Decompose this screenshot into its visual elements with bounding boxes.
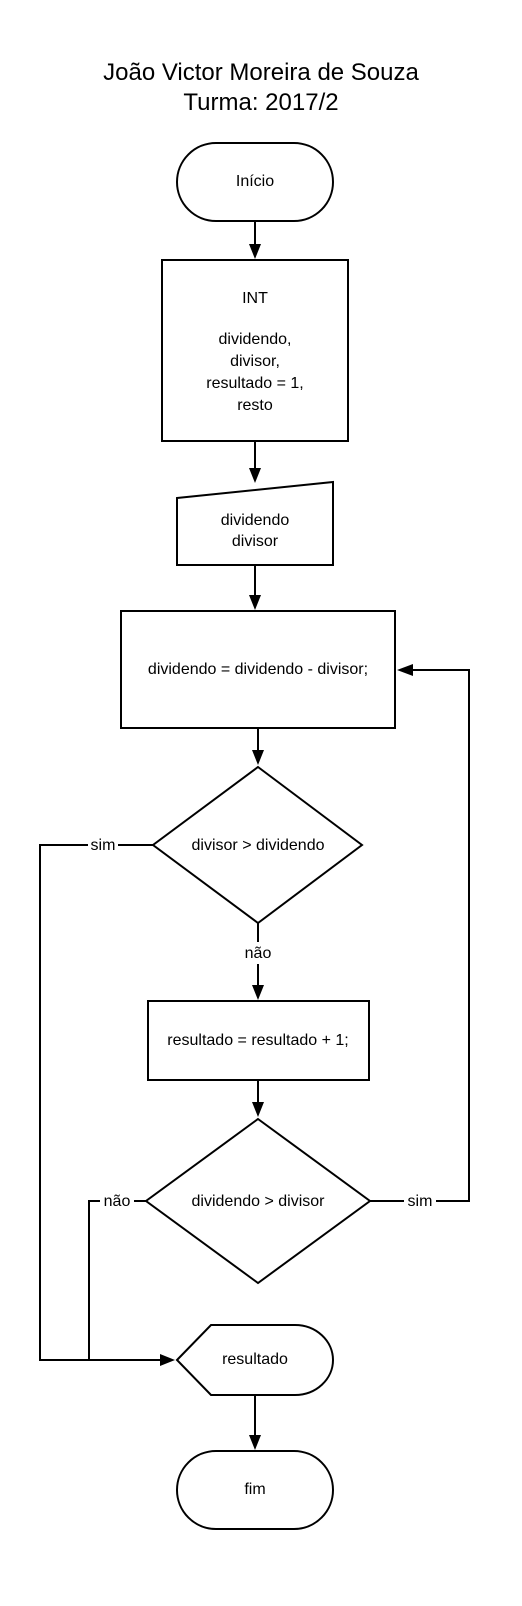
increment-box: resultado = resultado + 1; (147, 1000, 370, 1081)
input-shape: dividendo divisor (176, 480, 334, 566)
increment-label: resultado = resultado + 1; (167, 1032, 348, 1049)
subtract-box: dividendo = dividendo - divisor; (120, 610, 396, 729)
arrow-subtract-to-decision-1 (252, 728, 264, 765)
decision-1-yes-label: sim (91, 837, 116, 854)
decision-1: divisor > dividendo (151, 765, 364, 925)
declaration-var-4: resto (237, 397, 273, 414)
output-label: resultado (222, 1351, 288, 1368)
input-line-2: divisor (232, 533, 279, 550)
end-label: fim (244, 1481, 265, 1498)
start-terminator: Início (176, 142, 334, 222)
author-name: João Victor Moreira de Souza (103, 59, 419, 86)
decision-2: dividendo > divisor (144, 1117, 372, 1285)
decision-2-label: dividendo > divisor (192, 1193, 326, 1210)
declaration-type: INT (242, 290, 268, 307)
decision-1-no-label: não (245, 945, 272, 962)
declaration-var-1: dividendo, (219, 331, 292, 348)
decision-2-yes-label: sim (408, 1193, 433, 1210)
declaration-var-3: resultado = 1, (206, 375, 303, 392)
diagram-title: João Victor Moreira de Souza Turma: 2017… (0, 58, 522, 118)
output-shape: resultado (175, 1324, 334, 1396)
arrow-increment-to-decision-2 (252, 1080, 264, 1117)
arrow-output-to-end (249, 1395, 261, 1450)
decision-1-label: divisor > dividendo (192, 837, 325, 854)
declaration-var-2: divisor, (230, 353, 280, 370)
arrow-input-to-subtract (249, 565, 261, 610)
decision-2-no-label: não (104, 1193, 131, 1210)
end-terminator: fim (176, 1450, 334, 1530)
arrow-declaration-to-input (249, 441, 261, 483)
start-label: Início (236, 173, 274, 190)
subtract-label: dividendo = dividendo - divisor; (148, 661, 368, 678)
branch-decision-1-no: não (238, 923, 278, 1000)
branch-decision-2-no: não (88, 1191, 146, 1360)
class-label: Turma: 2017/2 (183, 89, 339, 116)
branch-decision-2-yes: sim (370, 664, 470, 1211)
branch-decision-1-yes: sim (39, 835, 175, 1366)
declaration-box: INT dividendo, divisor, resultado = 1, r… (161, 259, 349, 442)
input-line-1: dividendo (221, 512, 290, 529)
arrow-start-to-declaration (249, 221, 261, 259)
